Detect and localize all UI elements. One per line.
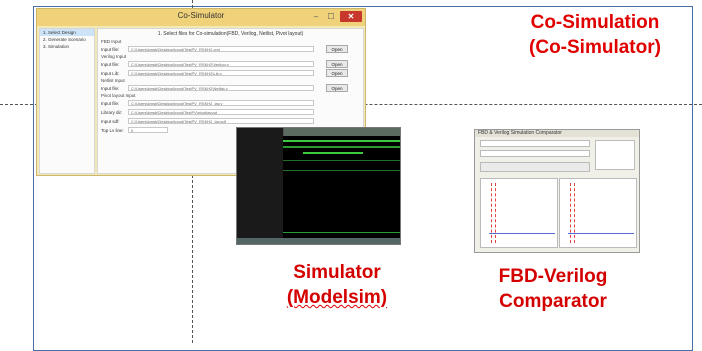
fbd-file-row: Input file: C:\Users\kmsb\Desktop\Input\… [98, 45, 363, 54]
pivot-file-input[interactable]: C:\Users\kmsb\Desktop\Input\TestPV_RSKH2… [128, 100, 314, 106]
verilog-file-label: Input file: [101, 62, 120, 67]
panel-header: 1. Select files for Co-simulation(FBD, V… [157, 31, 304, 37]
comparator-label-line2: Comparator [499, 291, 607, 312]
fbd-open-button[interactable]: Open [326, 45, 348, 53]
maximize-icon[interactable]: ☐ [327, 12, 335, 21]
steps-sidebar: 1. Select Design 2. Generate Scenario 3.… [39, 28, 95, 174]
pivot-sdf-label: Input sdf: [101, 119, 120, 124]
fbd-result-plot [480, 178, 558, 248]
netlist-input-group-label: Netlist Input [101, 78, 125, 83]
verilog-file-row: Input file: C:\Users\kmsb\Desktop\Input\… [98, 60, 363, 69]
close-icon[interactable]: ✕ [340, 11, 362, 22]
window-title: Co-Simulator [177, 11, 225, 20]
pivot-lib-input[interactable]: C:\Users\kmsb\Desktop\Input\TestPV\pivot… [128, 109, 314, 115]
modelsim-window [236, 127, 401, 245]
waveform-trace [283, 146, 400, 148]
signal-list-pane [237, 128, 284, 244]
comparator-options-box [595, 140, 635, 170]
pivot-lib-row: Library dir: C:\Users\kmsb\Desktop\Input… [98, 108, 363, 117]
pivot-top-input[interactable]: 0 [128, 127, 168, 133]
comparator-window: FBD & Verilog Simulation Comparator [474, 129, 640, 253]
modelsim-toolbar [237, 128, 400, 136]
comparator-label-line1: FBD-Verilog [498, 266, 608, 287]
cosimulation-label: Co-Simulation (Co-Simulator) [500, 10, 690, 60]
simulator-label-line2: (Modelsim) [286, 287, 388, 308]
verilog-open-button[interactable]: Open [326, 60, 348, 68]
pivot-sdf-input[interactable]: C:\Users\kmsb\Desktop\Input\TestPV_RSKH2… [128, 118, 314, 124]
netlist-file-input[interactable]: C:\Users\kmsb\Desktop\Input\TestPV_RSKH2… [128, 85, 314, 91]
fbd-input-group-label: FBD Input [101, 39, 122, 44]
pivot-input-group-label: Pivot layout Input [101, 93, 136, 98]
netlist-file-label: Input file: [101, 86, 120, 91]
comparator-input-field[interactable] [480, 150, 590, 157]
plot-series-line [495, 183, 496, 243]
waveform-trace [283, 160, 400, 161]
sidebar-item-generate-scenario[interactable]: 2. Generate Scenario [43, 37, 86, 42]
verilog-lib-row: Input Lib: C:\Users\kmsb\Desktop\Input\T… [98, 69, 363, 78]
simulator-label-line1: Simulator [293, 262, 381, 283]
cosimulation-label-line2: (Co-Simulator) [529, 37, 661, 58]
sidebar-item-simulation[interactable]: 3. Simulation [43, 44, 70, 49]
fbd-file-input[interactable]: C:\Users\kmsb\Desktop\Input\TestPV_RSKH2… [128, 46, 314, 52]
netlist-file-row: Input file: C:\Users\kmsb\Desktop\Input\… [98, 84, 363, 93]
minimize-icon[interactable]: – [313, 12, 319, 21]
sidebar-item-select-design[interactable]: 1. Select Design [40, 29, 94, 36]
waveform-trace [303, 152, 363, 154]
verilog-lib-label: Input Lib: [101, 71, 120, 76]
comparator-input-field[interactable] [480, 140, 590, 147]
waveform-trace [283, 140, 400, 142]
comparator-title: FBD & Verilog Simulation Comparator [475, 130, 639, 137]
waveform-pane [283, 136, 400, 240]
verilog-lib-open-button[interactable]: Open [326, 69, 348, 77]
comparator-controls[interactable] [480, 162, 590, 172]
simulator-label: Simulator (Modelsim) [262, 260, 412, 310]
pivot-sdf-row: Input sdf: C:\Users\kmsb\Desktop\Input\T… [98, 117, 363, 126]
verilog-input-group-label: Verilog Input [101, 54, 127, 59]
plot-series-line [570, 183, 571, 243]
netlist-open-button[interactable]: Open [326, 84, 348, 92]
pivot-file-row: Input file: C:\Users\kmsb\Desktop\Input\… [98, 99, 363, 108]
plot-series-line [574, 183, 575, 243]
pivot-lib-label: Library dir: [101, 110, 123, 115]
verilog-result-plot [559, 178, 637, 248]
pivot-top-row: Top Lv line: 0 [98, 126, 363, 135]
fbd-file-label: Input file: [101, 47, 120, 52]
window-titlebar: Co-Simulator – ☐ ✕ [37, 9, 365, 26]
verilog-file-input[interactable]: C:\Users\kmsb\Desktop\Input\TestPV_RSKH2… [128, 61, 314, 67]
modelsim-status-bar [237, 238, 400, 244]
cosimulation-label-line1: Co-Simulation [530, 12, 660, 33]
waveform-trace [283, 170, 400, 171]
verilog-lib-input[interactable]: C:\Users\kmsb\Desktop\Input\TestPV_RSKH2… [128, 70, 314, 76]
pivot-file-label: Input file: [101, 101, 120, 106]
pivot-top-label: Top Lv line: [101, 128, 124, 133]
comparator-label: FBD-Verilog Comparator [478, 264, 628, 314]
plot-series-line [489, 233, 555, 234]
plot-series-line [568, 233, 634, 234]
plot-series-line [491, 183, 492, 243]
waveform-trace [283, 232, 400, 233]
